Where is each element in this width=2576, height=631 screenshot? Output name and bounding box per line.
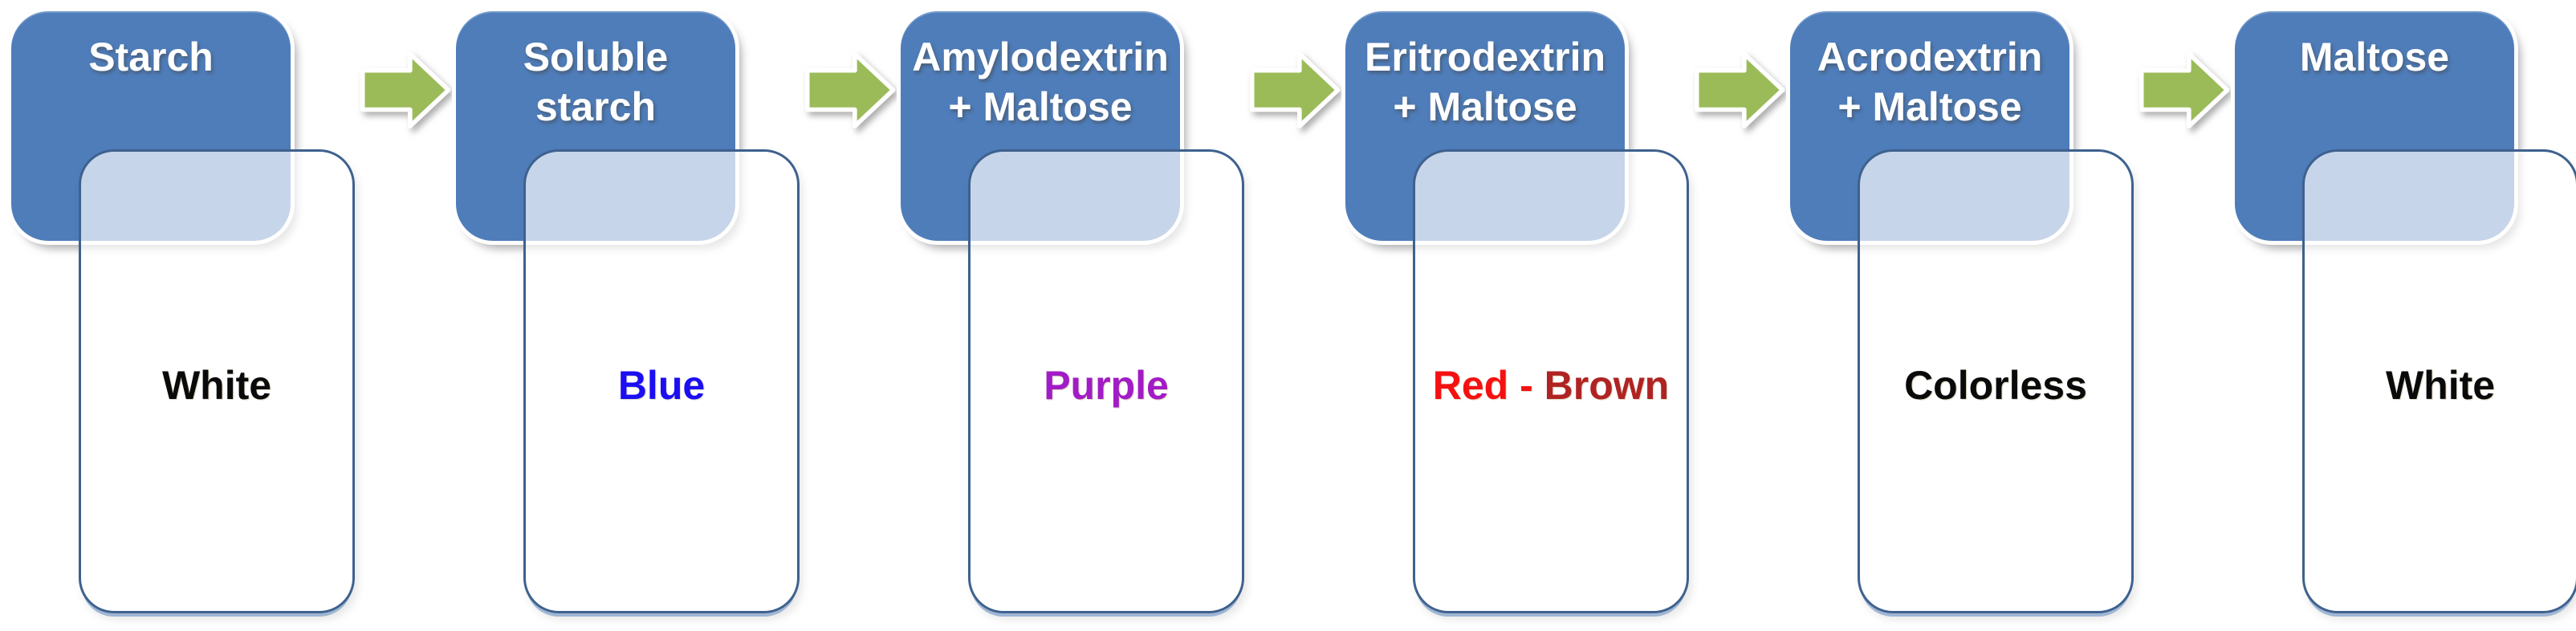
right-arrow-icon [1249,51,1341,128]
result-label: White [2305,362,2576,409]
result-text: White [161,363,272,408]
result-text: Blue [617,363,706,408]
result-label: Red - Brown [1415,362,1687,409]
substrate-label: Amylodextrin + Maltose [912,35,1169,129]
right-arrow-icon [360,51,451,128]
result-box: White [2302,149,2576,613]
substrate-label: Acrodextrin + Maltose [1817,35,2043,129]
result-label: Blue [526,362,797,409]
result-label: White [81,362,352,409]
arrow-wrap [1693,0,1791,631]
result-box: White [79,149,355,613]
result-box: Red - Brown [1413,149,1689,613]
arrow-wrap [1248,0,1346,631]
stage-maltose: Maltose White [2235,0,2576,631]
stage-acrodextrin: Acrodextrin + Maltose Colorless [1790,0,2139,631]
substrate-label: Maltose [2299,35,2450,79]
substrate-label: Starch [88,35,214,79]
arrow-wrap [2138,0,2236,631]
stage-amylodextrin: Amylodextrin + Maltose Purple [901,0,1249,631]
result-text: Brown [1544,363,1670,408]
substrate-label: Soluble starch [523,35,669,129]
result-text: White [2385,363,2496,408]
stage-starch: Starch White [11,0,360,631]
substrate-label: Eritrodextrin + Maltose [1364,35,1606,129]
result-text: Colorless [1904,363,2087,408]
result-text: Red - [1432,363,1544,408]
arrow-wrap [804,0,901,631]
right-arrow-icon [1694,51,1785,128]
stage-eritrodextrin: Eritrodextrin + Maltose Red - Brown [1345,0,1694,631]
result-text: Purple [1044,363,1169,408]
result-label: Colorless [1860,362,2131,409]
result-box: Purple [968,149,1244,613]
stage-soluble-starch: Soluble starch Blue [456,0,804,631]
right-arrow-icon [804,51,896,128]
arrow-wrap [359,0,457,631]
result-box: Colorless [1858,149,2134,613]
result-label: Purple [971,362,1242,409]
result-box: Blue [523,149,800,613]
right-arrow-icon [2139,51,2230,128]
